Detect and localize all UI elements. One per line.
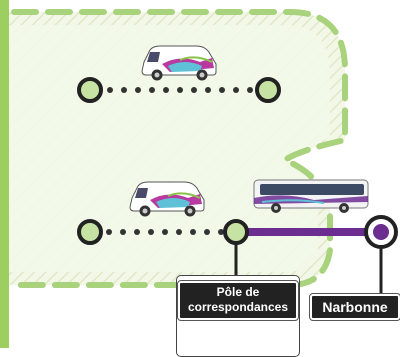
stop-pole <box>223 219 249 245</box>
zone-left-edge <box>0 0 9 348</box>
stop-bottom-left <box>77 219 103 245</box>
top-route <box>77 77 281 103</box>
pole-label: Pôle de correspondances <box>177 280 299 321</box>
stop-top-right <box>255 77 281 103</box>
stop-top-left <box>77 77 103 103</box>
bus-icon <box>253 179 369 213</box>
dotted-line-bottom <box>106 229 224 235</box>
van-icon <box>129 181 205 217</box>
van-icon <box>141 45 217 81</box>
dotted-line-top <box>107 87 253 93</box>
bus-line <box>245 228 373 236</box>
zone-border <box>11 9 348 288</box>
network-diagram <box>0 0 398 348</box>
bottom-route <box>77 215 398 294</box>
narbonne-label: Narbonne <box>309 293 400 321</box>
